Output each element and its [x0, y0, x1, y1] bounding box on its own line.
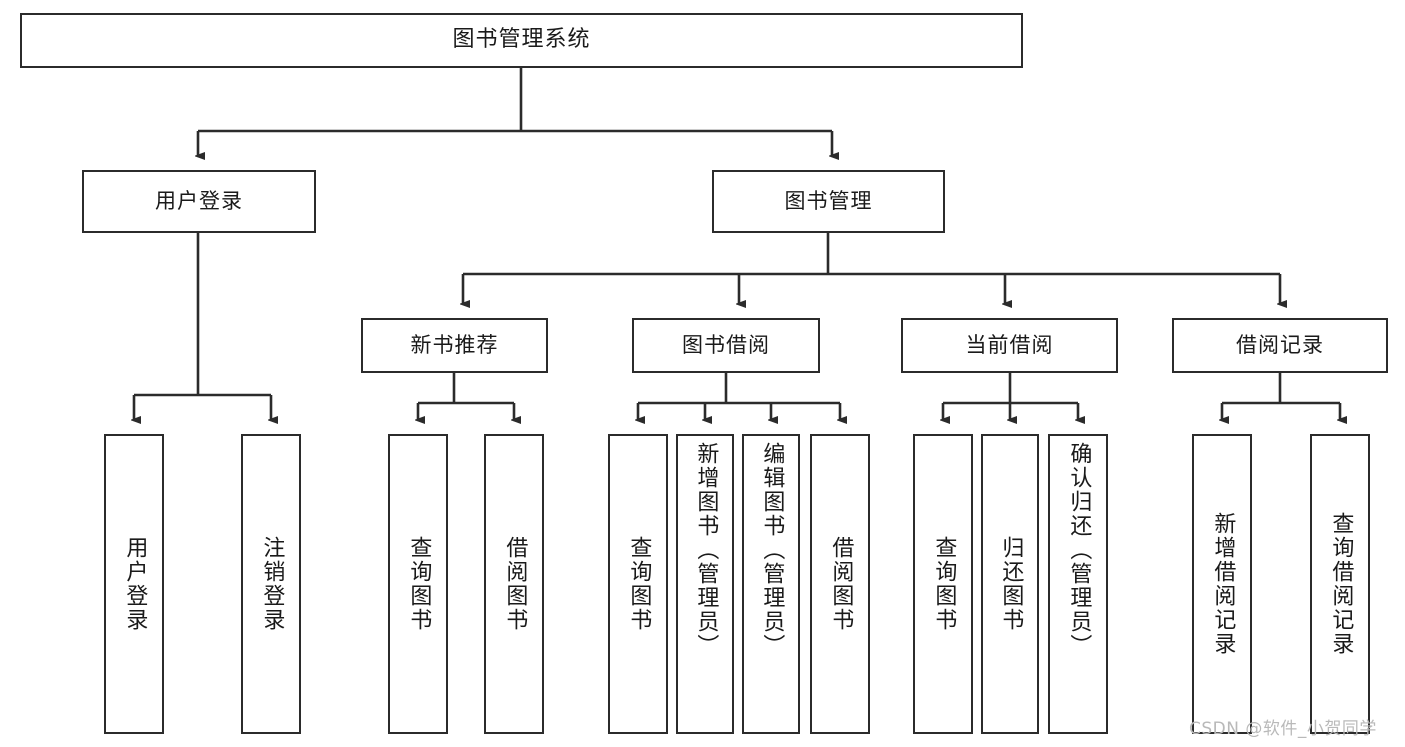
node-book-borrow[interactable]: 图书借阅 [632, 318, 820, 373]
node-book-borrow-label: 图书借阅 [682, 332, 770, 357]
node-leaf-query-borrow-record-label: 查询借阅记录 [1328, 512, 1354, 656]
node-leaf-edit-book-admin[interactable]: 编辑图书（管理员） [742, 434, 800, 734]
node-leaf-query-book-recommend[interactable]: 查询图书 [388, 434, 448, 734]
node-root-label: 图书管理系统 [452, 27, 591, 53]
node-leaf-add-borrow-record[interactable]: 新增借阅记录 [1192, 434, 1252, 734]
node-leaf-confirm-return-admin-label: 确认归还（管理员） [1066, 442, 1092, 658]
csdn-watermark: CSDN @软件_小贺同学 [1189, 719, 1377, 739]
node-current-borrow-label: 当前借阅 [965, 332, 1054, 357]
node-root[interactable]: 图书管理系统 [20, 13, 1023, 68]
node-current-borrow[interactable]: 当前借阅 [901, 318, 1118, 373]
node-book-management[interactable]: 图书管理 [712, 170, 945, 233]
node-leaf-borrow-book[interactable]: 借阅图书 [810, 434, 870, 734]
node-leaf-borrow-book-label: 借阅图书 [828, 536, 854, 632]
node-leaf-query-book-recommend-label: 查询图书 [406, 536, 432, 632]
node-new-book-recommend[interactable]: 新书推荐 [361, 318, 548, 373]
node-leaf-query-book-current[interactable]: 查询图书 [913, 434, 973, 734]
node-leaf-add-borrow-record-label: 新增借阅记录 [1210, 512, 1236, 656]
node-user-login-label: 用户登录 [155, 188, 243, 213]
node-leaf-borrow-book-recommend[interactable]: 借阅图书 [484, 434, 544, 734]
node-leaf-return-book[interactable]: 归还图书 [981, 434, 1039, 734]
node-borrow-record[interactable]: 借阅记录 [1172, 318, 1388, 373]
node-leaf-query-book-current-label: 查询图书 [931, 536, 957, 632]
node-leaf-query-book-borrow-label: 查询图书 [626, 536, 652, 632]
node-leaf-add-book-admin[interactable]: 新增图书（管理员） [676, 434, 734, 734]
node-leaf-user-login-label: 用户登录 [122, 536, 148, 632]
node-borrow-record-label: 借阅记录 [1236, 332, 1324, 357]
node-leaf-add-book-admin-label: 新增图书（管理员） [693, 442, 719, 658]
node-book-management-label: 图书管理 [784, 188, 873, 213]
node-leaf-edit-book-admin-label: 编辑图书（管理员） [759, 442, 785, 658]
node-leaf-logout-label: 注销登录 [259, 536, 285, 632]
node-new-book-recommend-label: 新书推荐 [410, 332, 499, 357]
node-leaf-user-login[interactable]: 用户登录 [104, 434, 164, 734]
node-user-login[interactable]: 用户登录 [82, 170, 316, 233]
node-leaf-borrow-book-recommend-label: 借阅图书 [502, 536, 528, 632]
node-leaf-query-borrow-record[interactable]: 查询借阅记录 [1310, 434, 1370, 734]
node-leaf-return-book-label: 归还图书 [998, 536, 1024, 632]
node-leaf-logout[interactable]: 注销登录 [241, 434, 301, 734]
node-leaf-query-book-borrow[interactable]: 查询图书 [608, 434, 668, 734]
node-leaf-confirm-return-admin[interactable]: 确认归还（管理员） [1048, 434, 1108, 734]
